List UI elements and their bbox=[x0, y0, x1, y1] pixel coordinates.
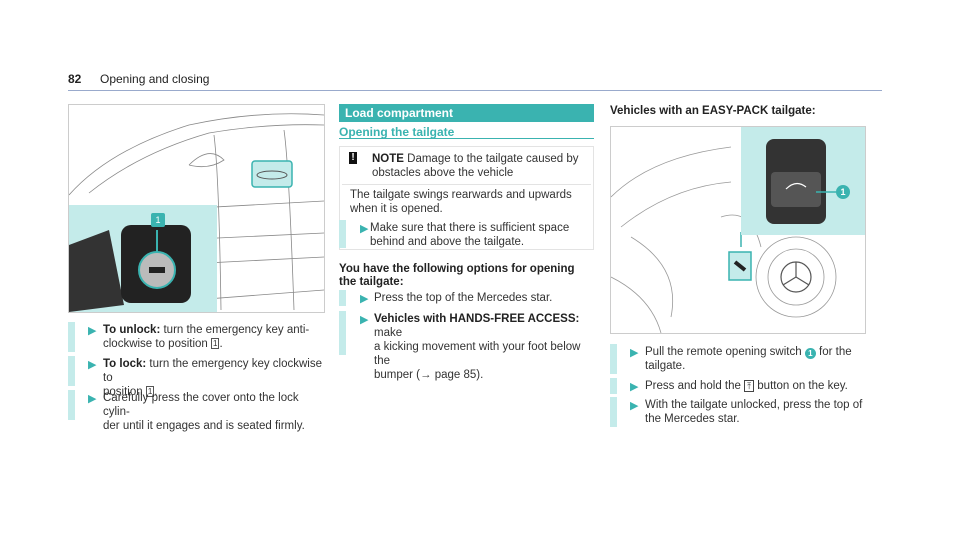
warning-icon: ! bbox=[349, 152, 357, 164]
subheading-rule bbox=[339, 138, 594, 139]
note-step: Make sure that there is sufficient space… bbox=[370, 222, 570, 248]
options-heading: You have the following options for openi… bbox=[339, 263, 575, 288]
step-arrow-icon: ▶ bbox=[630, 381, 639, 393]
step-highlight bbox=[339, 311, 346, 355]
subheading: Opening the tailgate bbox=[339, 125, 455, 139]
figure-callout-circle: 1 bbox=[836, 185, 850, 199]
page-title: Opening and closing bbox=[100, 72, 210, 86]
section-title: Load compartment bbox=[339, 104, 594, 122]
step-highlight bbox=[610, 344, 617, 374]
step-highlight bbox=[339, 290, 346, 306]
hands-free-step: Vehicles with HANDS-FREE ACCESS: make a … bbox=[374, 313, 581, 381]
lock-step: To lock: turn the emergency key clockwis… bbox=[103, 358, 323, 398]
step-highlight bbox=[68, 322, 75, 352]
step-arrow-icon: ▶ bbox=[88, 359, 97, 371]
step-arrow-icon: ▶ bbox=[360, 293, 369, 305]
note-body: The tailgate swings rearwards and upward… bbox=[350, 189, 572, 215]
step-arrow-icon: ▶ bbox=[88, 325, 97, 337]
pull-switch-step: Pull the remote opening switch 1 for the… bbox=[645, 346, 852, 372]
press-cover-step: Carefully press the cover onto the lock … bbox=[103, 392, 305, 432]
step-arrow-icon: ▶ bbox=[360, 223, 369, 235]
tailgate-button-icon: ⤒ bbox=[744, 380, 755, 392]
note-box bbox=[339, 146, 594, 250]
step-arrow-icon: ▶ bbox=[88, 393, 97, 405]
step-arrow-icon: ▶ bbox=[630, 400, 639, 412]
press-hold-step: Press and hold the ⤒ button on the key. bbox=[645, 380, 848, 392]
note-divider bbox=[342, 184, 591, 185]
step-arrow-icon: ▶ bbox=[360, 314, 369, 326]
header-rule bbox=[68, 90, 882, 91]
press-star-step: Press the top of the Mercedes star. bbox=[374, 292, 553, 304]
page-number: 82 bbox=[68, 72, 82, 86]
easy-pack-heading: Vehicles with an EASY-PACK tailgate: bbox=[610, 105, 816, 117]
step-highlight bbox=[610, 397, 617, 427]
unlock-step: To unlock: turn the emergency key anti- … bbox=[103, 324, 310, 350]
position-symbol: 1 bbox=[211, 338, 220, 349]
easy-pack-switch-figure: 1 bbox=[610, 126, 866, 334]
unlocked-press-step: With the tailgate unlocked, press the to… bbox=[645, 399, 863, 425]
callout-1: 1 bbox=[804, 348, 816, 359]
step-highlight bbox=[610, 378, 617, 394]
step-highlight bbox=[68, 356, 75, 386]
position-symbol: 1 bbox=[145, 386, 155, 397]
step-arrow-icon: ▶ bbox=[630, 347, 639, 359]
step-highlight bbox=[68, 390, 75, 420]
car-door-lock-figure: 1 bbox=[68, 104, 325, 313]
figure-callout-badge: 1 bbox=[151, 213, 165, 227]
step-highlight bbox=[339, 220, 346, 248]
